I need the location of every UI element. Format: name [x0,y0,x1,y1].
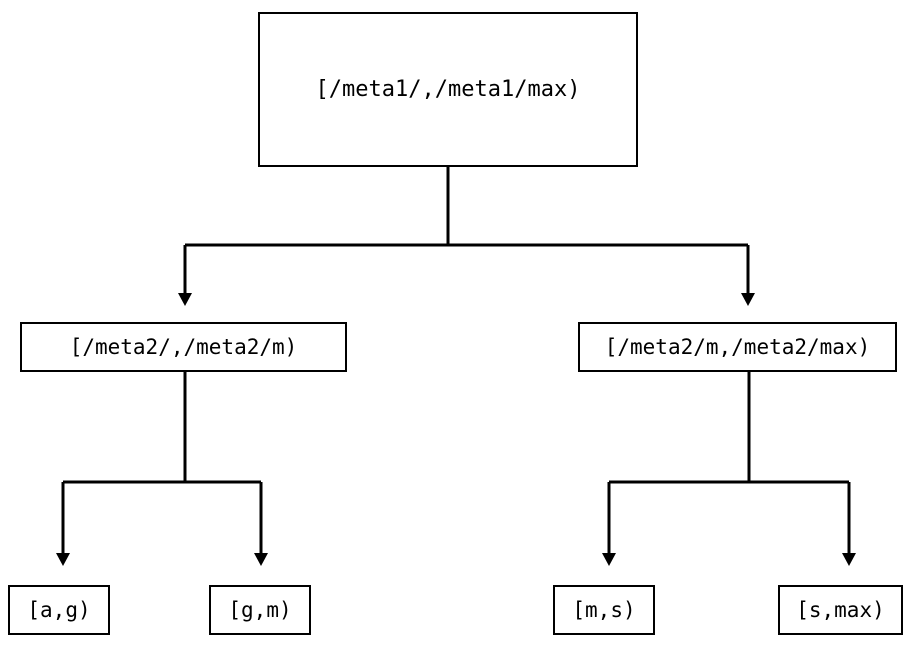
node-leaf-smax[interactable]: [s,max) [778,585,903,635]
arrowhead-to-leaf-ag [56,553,70,566]
node-mid-left[interactable]: [/meta2/,/meta2/m) [20,322,347,372]
arrowhead-to-leaf-smax [842,553,856,566]
arrowhead-to-leaf-ms [602,553,616,566]
arrowhead-to-leaf-gm [254,553,268,566]
node-leaf-smax-label: [s,max) [796,597,885,622]
node-mid-right-label: [/meta2/m,/meta2/max) [604,334,871,359]
arrowhead-to-mid-left [178,293,192,306]
node-mid-right[interactable]: [/meta2/m,/meta2/max) [578,322,897,372]
node-leaf-gm[interactable]: [g,m) [209,585,311,635]
node-root[interactable]: [/meta1/,/meta1/max) [258,12,638,167]
node-mid-left-label: [/meta2/,/meta2/m) [69,334,298,359]
node-leaf-ms[interactable]: [m,s) [553,585,655,635]
node-root-label: [/meta1/,/meta1/max) [315,76,581,102]
node-leaf-ms-label: [m,s) [572,597,636,622]
arrowhead-to-mid-right [741,293,755,306]
node-leaf-ag[interactable]: [a,g) [8,585,110,635]
node-leaf-gm-label: [g,m) [228,597,292,622]
node-leaf-ag-label: [a,g) [27,597,91,622]
